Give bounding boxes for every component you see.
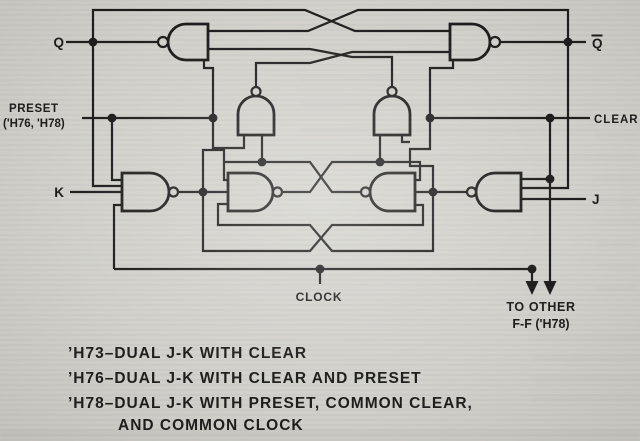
caption-line: AND COMMON CLOCK [118, 417, 304, 434]
wire [208, 8, 570, 42]
wire [400, 135, 410, 144]
junction-dot [527, 264, 537, 274]
wire [201, 148, 228, 192]
nand-j-input-gate [465, 171, 523, 213]
nand-transfer-gate-right [372, 85, 412, 137]
junction-dot [315, 264, 325, 274]
caption-line: ’H78–DUAL J-K WITH PRESET, COMMON CLEAR, [68, 395, 473, 412]
junction-dot [88, 37, 98, 47]
junction-dot [107, 113, 117, 123]
nand-master-left [226, 171, 284, 213]
nand-gate-qbar-output [448, 22, 502, 62]
wire [254, 50, 450, 87]
inverter-bubble-icon [465, 186, 478, 198]
junction-dot [198, 187, 208, 197]
junction-dot [545, 113, 555, 123]
wire [202, 59, 215, 118]
wire [208, 47, 394, 87]
arrow-group [525, 281, 557, 295]
nand-master-right [359, 171, 417, 213]
junction-dot [375, 157, 385, 167]
to-other-label-1: TO OTHER [506, 300, 575, 314]
preset-label-1: PRESET [9, 103, 59, 115]
caption-line: ’H73–DUAL J-K WITH CLEAR [68, 345, 307, 362]
wire [521, 42, 570, 190]
junction-dot [425, 113, 435, 123]
to-other-label-2: F-F ('H78) [512, 317, 569, 331]
nand-transfer-gate-left [236, 85, 276, 137]
gate-group [120, 22, 523, 213]
junction-dot [428, 187, 438, 197]
junction-dot [563, 37, 573, 47]
preset-label-2: ('H76, 'H78) [3, 118, 65, 130]
q-label: Q [53, 35, 64, 50]
inverter-bubble-icon [167, 186, 180, 198]
inverter-bubble-icon [156, 35, 170, 49]
inverter-bubble-icon [250, 85, 262, 98]
wire [211, 118, 246, 150]
clock-label: CLOCK [296, 290, 343, 304]
clear-label: CLEAR [594, 114, 639, 126]
arrow-down-icon [543, 281, 557, 295]
nand-gate-q-output [156, 22, 210, 62]
inverter-bubble-icon [271, 186, 284, 198]
qbar-label: Q [592, 36, 603, 51]
wire [408, 118, 435, 192]
wire [216, 192, 435, 253]
junction-dot [257, 157, 267, 167]
wire-group [66, 8, 590, 284]
wire [91, 42, 122, 188]
junction-dot-group [88, 37, 573, 274]
nand-k-input-gate [120, 171, 180, 213]
caption-group: ’H73–DUAL J-K WITH CLEAR ’H76–DUAL J-K W… [68, 345, 473, 434]
junction-dot [208, 113, 218, 123]
k-label: K [54, 185, 64, 200]
label-group: Q Q PRESET ('H76, 'H78) CLEAR K J CLOCK … [3, 34, 639, 331]
inverter-bubble-icon [386, 85, 398, 98]
wire [112, 203, 122, 269]
wire [428, 59, 455, 118]
inverter-bubble-icon [359, 186, 372, 198]
caption-line: ’H76–DUAL J-K WITH CLEAR AND PRESET [68, 370, 422, 387]
wire [110, 118, 122, 182]
wire [201, 192, 425, 253]
wire [91, 8, 450, 42]
arrow-down-icon [525, 281, 539, 295]
inverter-bubble-icon [488, 35, 502, 49]
j-label: J [592, 192, 600, 207]
junction-dot [545, 174, 555, 184]
